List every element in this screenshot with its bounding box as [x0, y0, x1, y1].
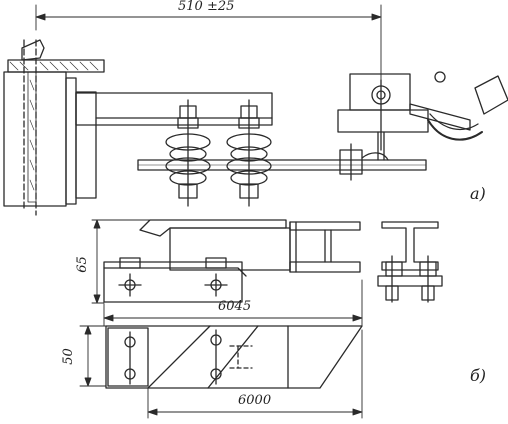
bracket-arm [75, 92, 273, 126]
label-6000: 6000 [238, 393, 272, 408]
insulator-left [165, 99, 211, 207]
insulator-right [226, 99, 272, 207]
view-b-side [91, 219, 361, 304]
dimension-6000 [147, 329, 363, 419]
current-collector [337, 71, 508, 161]
view-b-plan [79, 279, 363, 419]
label-65: 65 [74, 256, 90, 273]
dimension-65 [91, 219, 151, 304]
label-view-b: б) [470, 366, 487, 385]
dimension-50 [79, 325, 107, 387]
label-6045: 6045 [218, 299, 252, 314]
label-50: 50 [60, 348, 76, 365]
view-b-section [377, 221, 443, 303]
rail-section [3, 39, 105, 216]
dimension-510 [35, 4, 382, 81]
label-view-a: а) [470, 184, 486, 203]
view-a-assembly [3, 4, 508, 216]
dimension-6045 [103, 279, 363, 327]
label-510: 510 ±25 [178, 0, 235, 14]
conductor-bar [137, 143, 427, 181]
